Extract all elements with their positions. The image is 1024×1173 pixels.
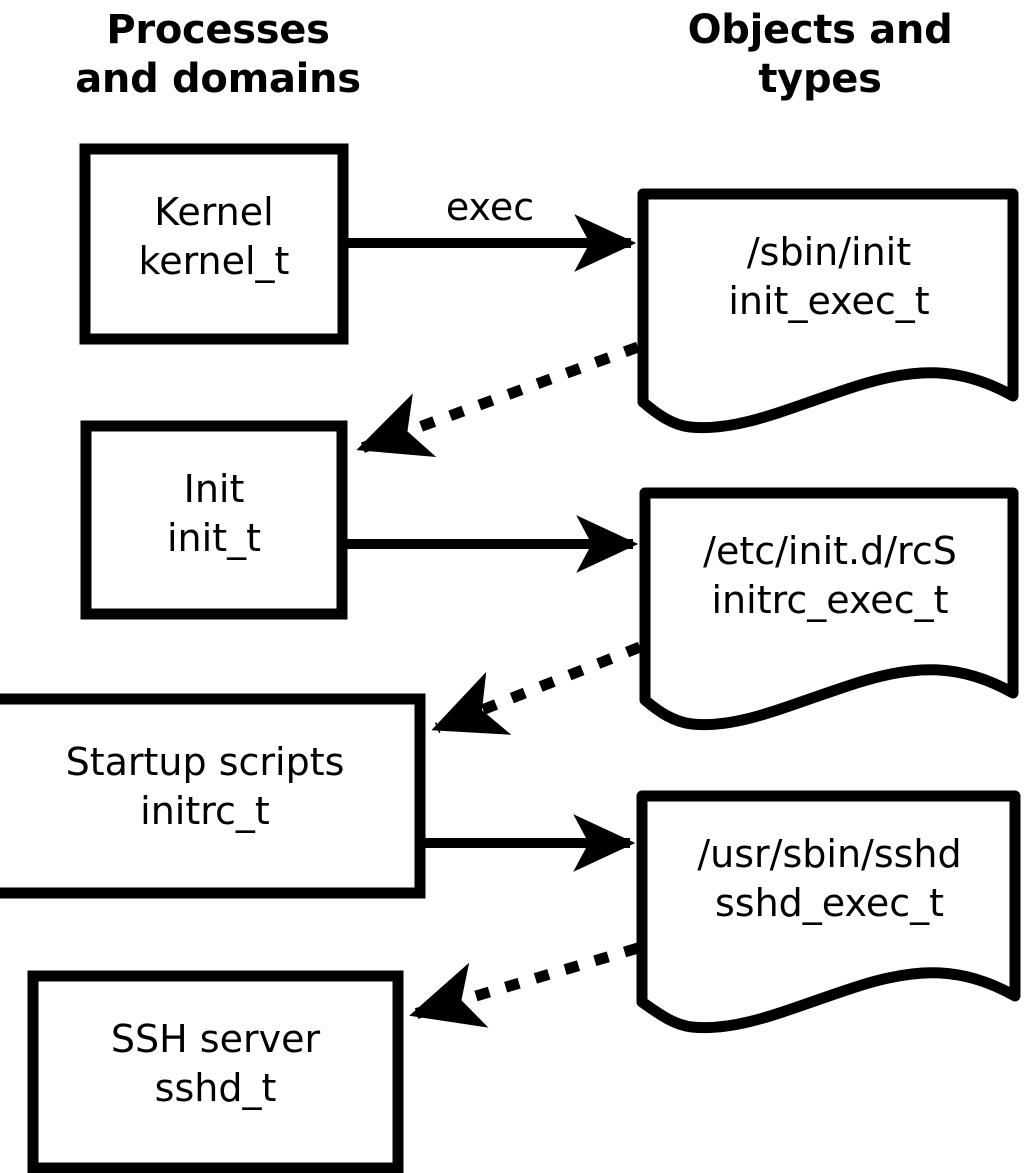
object-node-initrc-exec[interactable] bbox=[639, 487, 1019, 731]
object-node-init-exec[interactable] bbox=[637, 188, 1019, 434]
process-node-initrc[interactable] bbox=[0, 693, 426, 899]
process-node-kernel[interactable] bbox=[79, 143, 349, 345]
edge-sshd-exec-to-sshd bbox=[409, 942, 640, 1028]
process-node-sshd[interactable] bbox=[27, 970, 404, 1173]
process-node-init[interactable] bbox=[80, 420, 348, 620]
object-node-sshd-exec[interactable] bbox=[636, 790, 1021, 1034]
edge-initrc-exec-to-initrc bbox=[431, 641, 643, 735]
column-header-processes: Processes and domains bbox=[75, 7, 361, 102]
column-header-objects: Objects and types bbox=[687, 7, 953, 102]
edge-label-exec: exec bbox=[445, 185, 535, 229]
edge-init-exec-to-init bbox=[356, 341, 640, 457]
